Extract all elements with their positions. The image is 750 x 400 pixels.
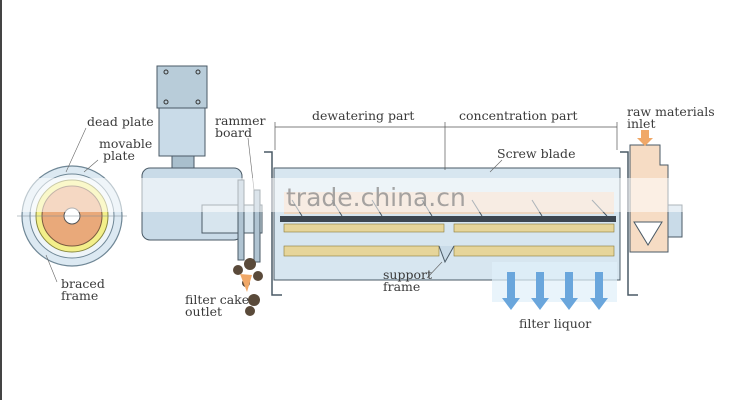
down-arrow-icon — [560, 272, 578, 310]
label-dewatering-part: dewatering part — [312, 108, 414, 123]
watermark-band — [2, 178, 750, 212]
down-arrow-icon — [590, 272, 608, 310]
filter-liquor-arrows — [492, 262, 617, 310]
down-arrow-icon — [531, 272, 549, 310]
label-filter-cake-outlet: filter cake — [185, 292, 249, 307]
label-dead-plate: dead plate — [87, 114, 154, 129]
label-concentration-part: concentration part — [459, 108, 578, 123]
label-support-frame-2: frame — [383, 279, 420, 294]
down-arrow-icon — [502, 272, 520, 310]
label-rammer-board-2: board — [215, 125, 252, 140]
label-filter-cake-outlet-2: outlet — [185, 304, 222, 319]
label-rammer-board: rammer — [215, 113, 266, 128]
label-raw-materials-inlet: raw materials — [627, 104, 715, 119]
label-movable-plate: movable — [99, 136, 152, 151]
label-support-frame: support — [383, 267, 432, 282]
dimension-lines — [274, 122, 618, 170]
label-movable-plate-2: plate — [103, 148, 135, 163]
label-filter-liquor: filter liquor — [519, 316, 591, 331]
label-braced-frame: braced — [61, 276, 105, 291]
inlet-hopper — [629, 130, 683, 253]
watermark: trade.china.cn — [286, 183, 466, 212]
label-raw-materials-inlet-2: inlet — [627, 116, 655, 131]
filter-cake — [233, 258, 263, 316]
label-screw-blade: Screw blade — [497, 146, 575, 161]
inlet-arrow-icon — [637, 130, 653, 146]
label-braced-frame-2: frame — [61, 288, 98, 303]
